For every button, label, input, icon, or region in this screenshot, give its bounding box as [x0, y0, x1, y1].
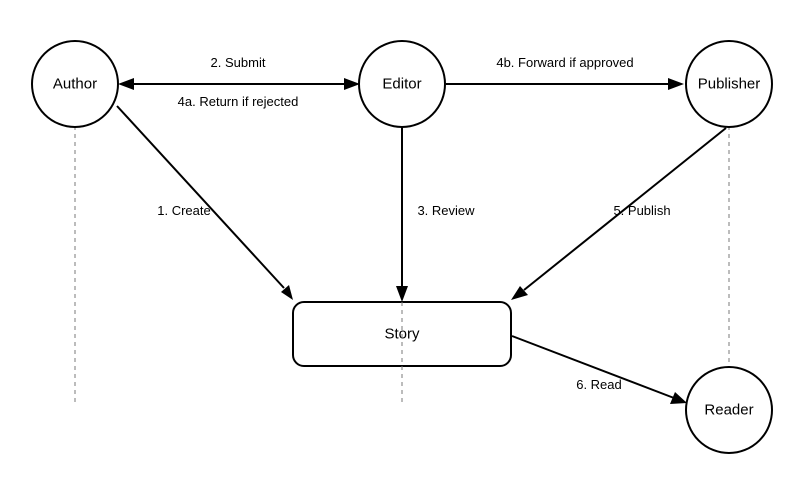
- review-label: 3. Review: [417, 203, 475, 218]
- arrowhead-to-author: [118, 78, 134, 90]
- author-node-label: Author: [53, 76, 97, 93]
- publisher-story-connector: [511, 127, 727, 300]
- editor-publisher-connector: [446, 78, 684, 90]
- forward-if-approved-label: 4b. Forward if approved: [496, 55, 633, 70]
- publisher-node: Publisher: [685, 40, 773, 128]
- create-label: 1. Create: [157, 203, 210, 218]
- reader-node-label: Reader: [704, 402, 753, 419]
- arrowhead-to-editor: [344, 78, 360, 90]
- arrowhead-author-to-story: [281, 285, 293, 300]
- read-label: 6. Read: [576, 377, 622, 392]
- arrowhead-editor-to-story: [396, 286, 408, 302]
- editor-node: Editor: [358, 40, 446, 128]
- arrowhead-story-to-reader: [670, 392, 687, 404]
- publish-label: 5. Publish: [613, 203, 670, 218]
- arrowhead-to-publisher: [668, 78, 684, 90]
- author-story-connector: [116, 105, 293, 300]
- story-reader-connector: [511, 335, 687, 404]
- author-node: Author: [31, 40, 119, 128]
- reader-node: Reader: [685, 366, 773, 454]
- submit-label: 2. Submit: [211, 55, 266, 70]
- editor-node-label: Editor: [382, 76, 421, 93]
- return-if-rejected-label: 4a. Return if rejected: [178, 94, 299, 109]
- editor-story-connector: [396, 126, 408, 302]
- publisher-node-label: Publisher: [698, 76, 761, 93]
- arrowhead-publisher-to-story: [511, 286, 528, 300]
- author-editor-connector: [118, 78, 360, 90]
